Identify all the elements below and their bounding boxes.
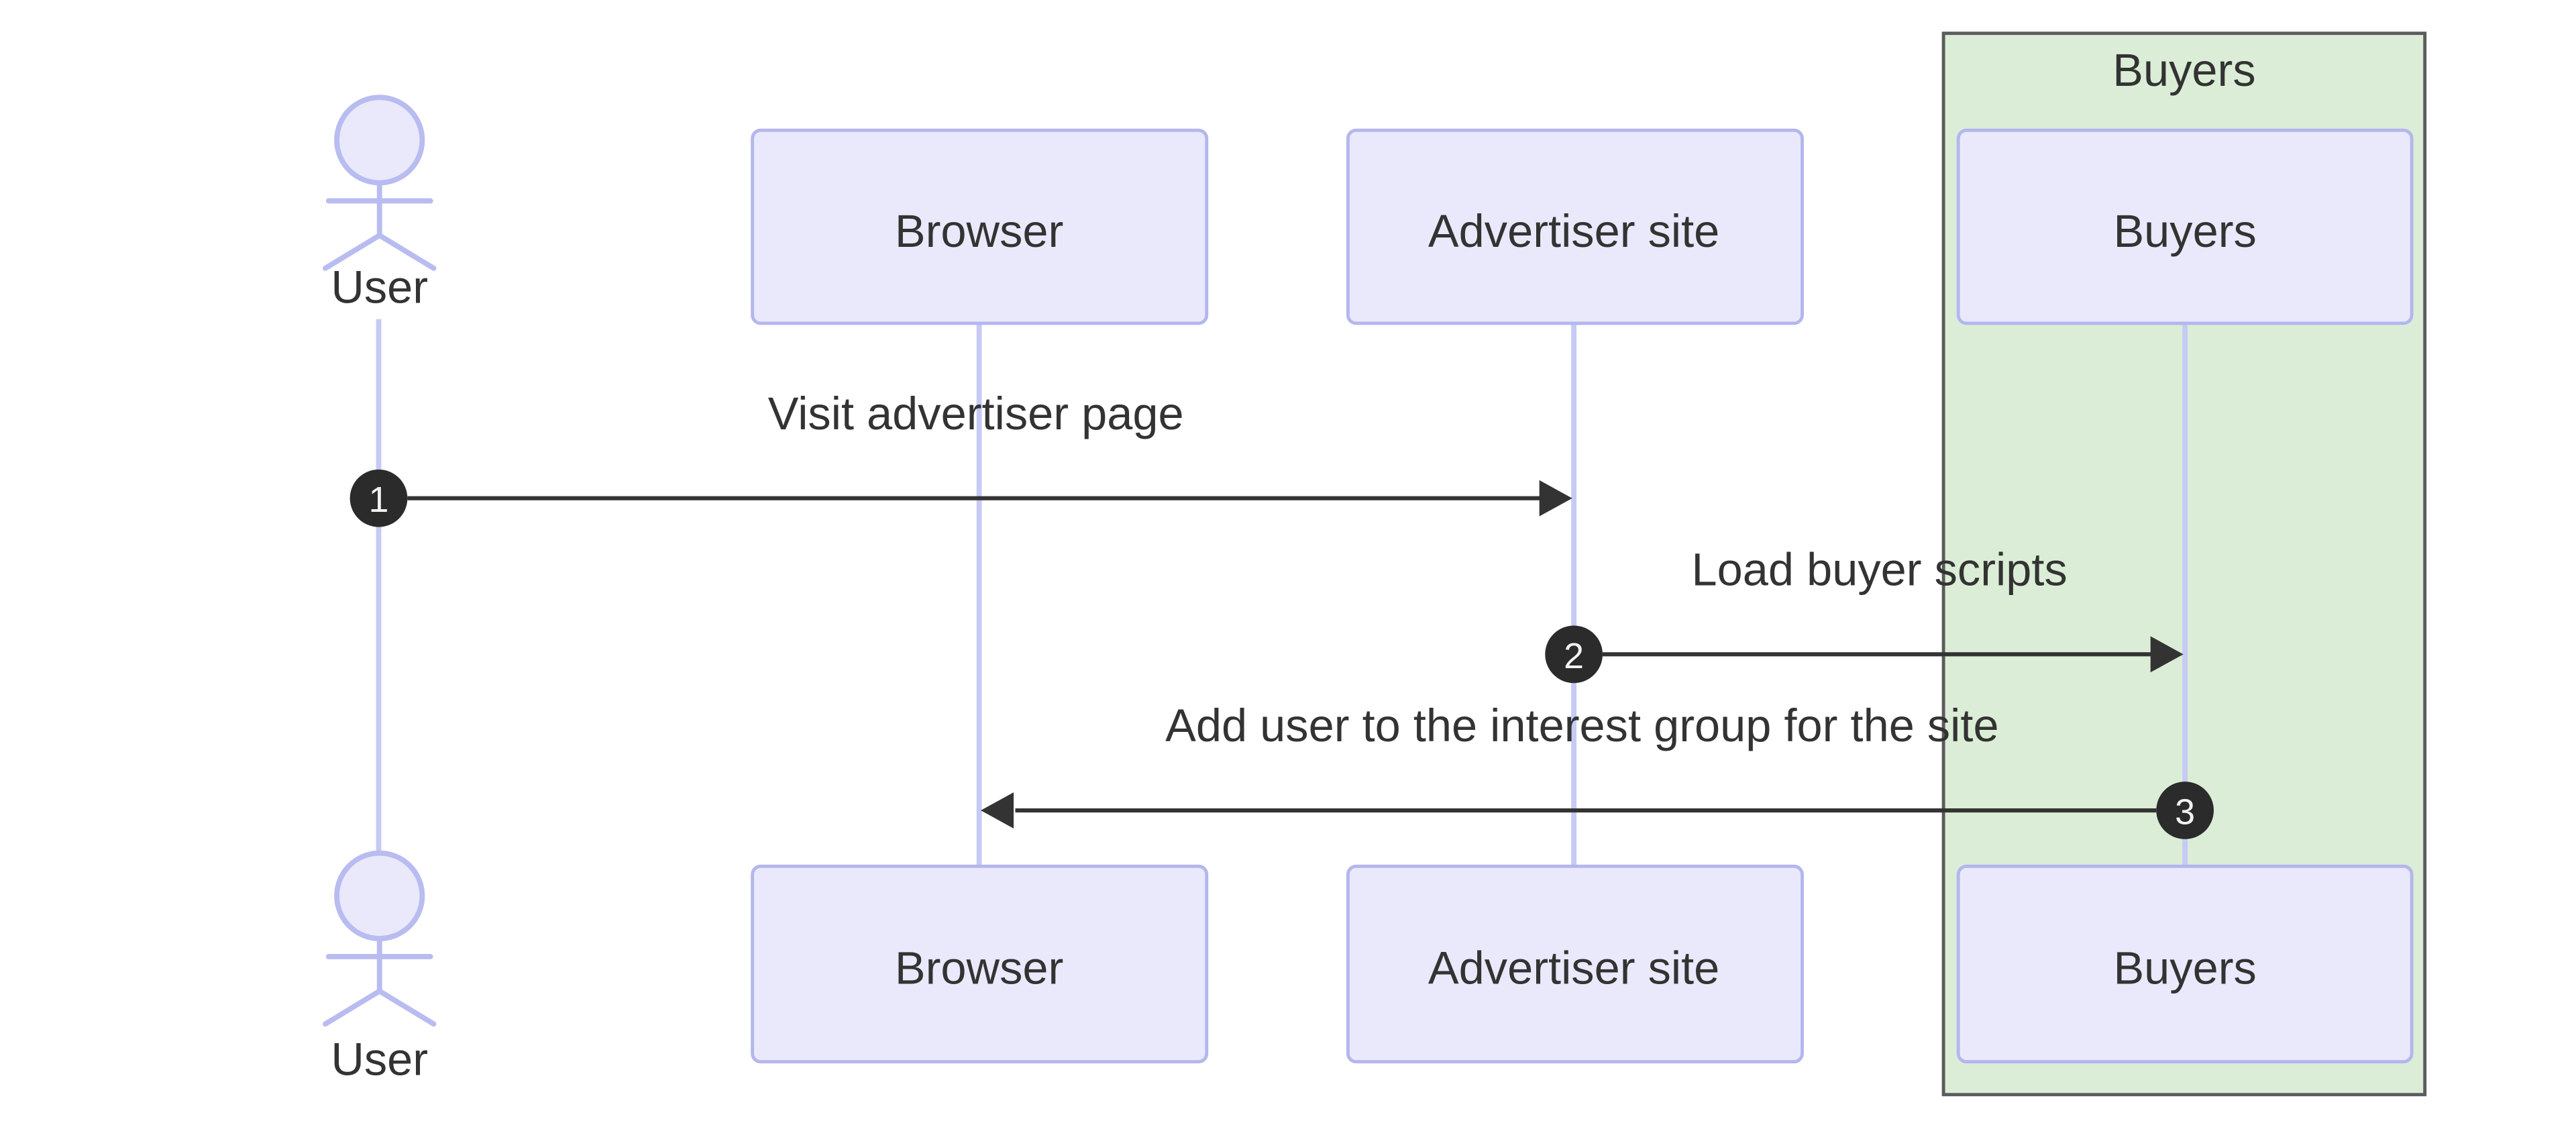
actor-user-bottom: User <box>322 850 437 1085</box>
message-3-label: Add user to the interest group for the s… <box>1165 700 1998 751</box>
sequence-number-badge-2 <box>1545 625 1603 684</box>
message-1: Visit advertiser page 1 <box>350 388 1572 527</box>
participant-label-browser-top: Browser <box>895 205 1063 257</box>
participant-label-buyers-top: Buyers <box>2113 205 2256 257</box>
participant-box-browser-top <box>751 128 1209 325</box>
sequence-number-2: 2 <box>1564 636 1584 676</box>
participant-label-browser-bottom: Browser <box>895 942 1063 994</box>
sequence-number-badge-1 <box>350 469 408 527</box>
participant-box-buyers-bottom <box>1956 864 2414 1064</box>
message-1-label: Visit advertiser page <box>768 388 1184 439</box>
group-title: Buyers <box>2112 44 2255 96</box>
participant-buyers-bottom: Buyers <box>1956 864 2414 1064</box>
arrowhead-right-icon <box>1539 480 1572 517</box>
arrowhead-left-icon <box>981 792 1014 828</box>
user-actor-icon <box>334 95 425 186</box>
actor-label-user-bottom: User <box>331 1033 428 1085</box>
participant-label-advertiser-bottom: Advertiser site <box>1428 942 1719 994</box>
participant-browser-top: Browser <box>751 128 1209 325</box>
participant-box-advertiser-top <box>1346 128 1804 325</box>
message-2-label: Load buyer scripts <box>1692 544 2068 596</box>
participant-advertiser-bottom: Advertiser site <box>1346 864 1804 1064</box>
message-2: Load buyer scripts 2 <box>1545 544 2184 684</box>
participant-buyers-top: Buyers <box>1956 128 2414 325</box>
participant-box-browser-bottom <box>751 864 1209 1064</box>
participant-browser-bottom: Browser <box>751 864 1209 1064</box>
sequence-number-3: 3 <box>2175 792 2195 832</box>
participant-label-buyers-bottom: Buyers <box>2113 942 2256 994</box>
sequence-number-badge-3 <box>2156 782 2214 839</box>
user-actor-icon <box>322 180 437 271</box>
participant-box-buyers-top <box>1956 128 2414 325</box>
user-actor-icon <box>322 936 437 1027</box>
message-3: Add user to the interest group for the s… <box>981 700 2214 839</box>
arrowhead-right-icon <box>2150 636 2184 673</box>
participant-box-advertiser-bottom <box>1346 864 1804 1064</box>
participant-advertiser-top: Advertiser site <box>1346 128 1804 325</box>
user-actor-icon <box>334 850 425 941</box>
actor-label-user-top: User <box>331 261 428 313</box>
participant-label-advertiser-top: Advertiser site <box>1428 205 1719 257</box>
sequence-number-1: 1 <box>369 480 389 520</box>
actor-user-top: User <box>322 95 437 313</box>
